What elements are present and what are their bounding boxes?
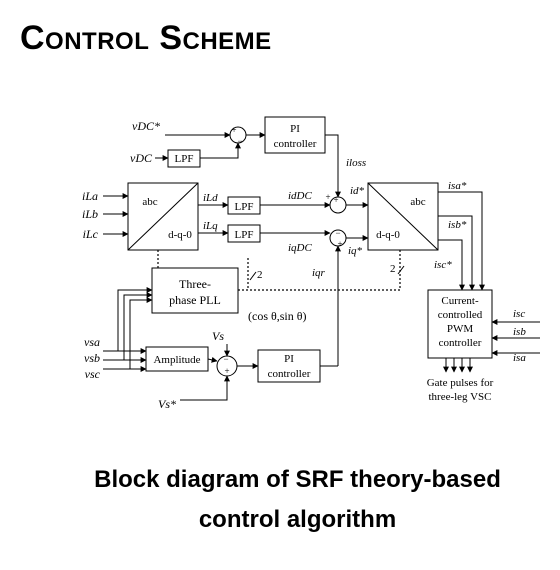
svg-text:d-q-0: d-q-0 [376,229,400,241]
svg-text:PWM: PWM [447,323,474,335]
amplitude-block: Amplitude [145,346,209,372]
caption-line-1: Block diagram of SRF theory-based [94,466,501,493]
svg-text:controlled: controlled [438,309,483,321]
caption-line-2: control algorithm [198,506,397,533]
svg-text:Vs: Vs [212,329,224,343]
svg-text:Vs*: Vs* [158,397,176,411]
svg-text:LPF: LPF [235,229,254,241]
svg-text:controller: controller [268,368,311,380]
lpf-d-block: LPF [227,196,261,215]
svg-text:isc: isc [513,308,525,320]
svg-text:Amplitude: Amplitude [153,354,200,366]
svg-text:Current-: Current- [441,295,479,307]
svg-text:vDC*: vDC* [132,119,160,133]
svg-text:isa*: isa* [448,180,467,192]
lpf-vdc-block: LPF [167,149,201,168]
svg-text:three-leg VSC: three-leg VSC [428,391,491,403]
abc-to-dq0-block: abc d-q-0 [127,182,199,251]
lpf-q-block: LPF [227,224,261,243]
block-diagram: PI controller LPF abc d-q-0 LPF LPF abc … [82,116,540,411]
svg-text:d-q-0: d-q-0 [168,229,192,241]
pi-controller-top: PI controller [264,116,326,154]
svg-text:iqDC: iqDC [288,242,313,254]
svg-text:isb*: isb* [448,219,467,231]
svg-text:−: − [335,228,340,238]
svg-text:id*: id* [350,185,365,197]
svg-text:iq*: iq* [348,245,363,257]
svg-text:isa: isa [513,352,526,364]
svg-text:LPF: LPF [175,153,194,165]
svg-text:Three-: Three- [179,277,211,291]
svg-text:(cos θ,sin θ): (cos θ,sin θ) [248,309,307,323]
svg-text:controller: controller [274,138,317,150]
svg-text:abc: abc [142,196,157,208]
svg-text:isc*: isc* [434,259,452,271]
pwm-controller-block: Current- controlled PWM controller [427,289,493,359]
svg-text:iLa: iLa [82,189,98,203]
svg-text:LPF: LPF [235,201,254,213]
svg-text:2: 2 [390,263,396,275]
svg-text:vsa: vsa [84,335,100,349]
signal-labels: vDC* vDC iLa iLb iLc vsa vsb vsc Vs* ilo… [82,119,526,411]
svg-text:+: + [224,366,229,376]
svg-text:−: − [237,136,242,146]
three-phase-pll-block: Three- phase PLL [151,267,239,314]
slide-title: Control Scheme [20,19,272,57]
svg-text:iLq: iLq [203,220,218,232]
svg-text:phase PLL: phase PLL [169,293,221,307]
svg-text:−: − [223,354,228,364]
svg-text:iloss: iloss [346,157,366,169]
svg-text:vsb: vsb [84,351,100,365]
svg-text:+: + [337,239,342,249]
pi-controller-bottom: PI controller [257,349,321,383]
svg-text:iLb: iLb [82,207,98,221]
svg-text:isb: isb [513,326,526,338]
svg-text:controller: controller [439,337,482,349]
svg-text:idDC: idDC [288,190,313,202]
svg-text:vDC: vDC [130,151,153,165]
sum-junction-q: − + [329,228,347,249]
signal-wires [103,132,540,401]
sum-junction-vdc: + − [229,125,247,146]
svg-text:+: + [333,195,338,205]
diagram-caption: Block diagram of SRF theory-based contro… [0,460,560,540]
svg-text:+: + [231,125,236,135]
svg-text:iqr: iqr [312,267,326,279]
svg-text:iLd: iLd [203,192,218,204]
svg-text:vsc: vsc [85,367,101,381]
svg-text:Gate pulses for: Gate pulses for [427,377,494,389]
svg-text:abc: abc [410,196,425,208]
sum-junction-d: + + [325,192,347,214]
svg-text:PI: PI [290,123,300,135]
sum-junction-amplitude: − + [216,354,238,377]
svg-text:2: 2 [257,269,263,281]
svg-text:PI: PI [284,353,294,365]
dq0-to-abc-block: abc d-q-0 [367,182,439,251]
svg-text:+: + [325,192,330,202]
svg-text:iLc: iLc [83,227,99,241]
